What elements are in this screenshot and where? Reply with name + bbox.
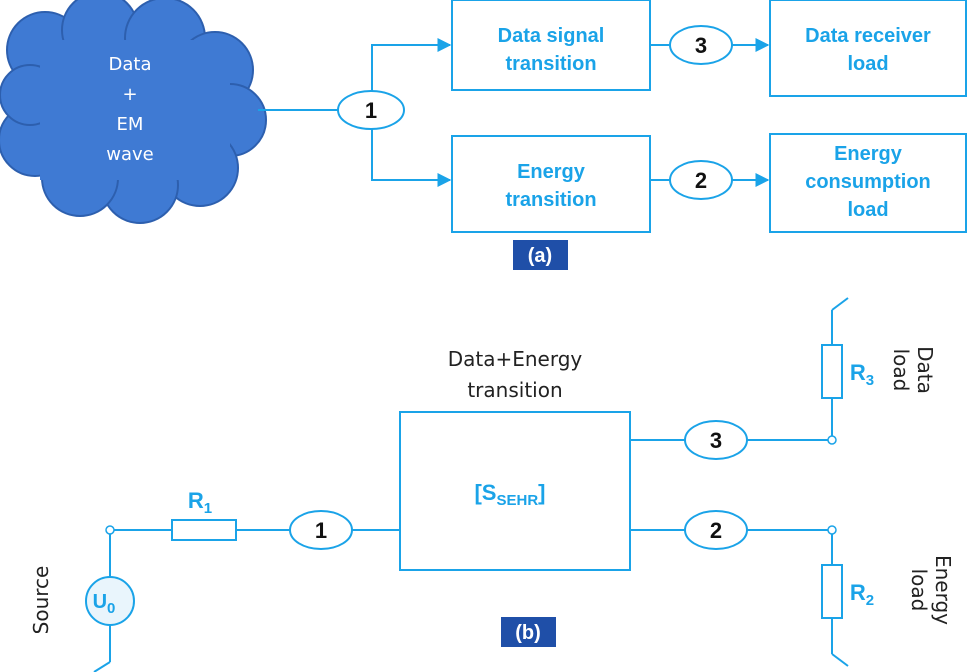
data-receiver-box-line-2: load bbox=[847, 53, 888, 75]
port-1-b bbox=[289, 510, 353, 550]
port-3-b-label: 3 bbox=[710, 428, 722, 453]
energy-load-label: Energy load bbox=[907, 555, 955, 625]
energy-consumption-box-line-1: Energy bbox=[834, 143, 903, 165]
data-load-label: Data load bbox=[889, 346, 937, 394]
terminal-energy-load bbox=[827, 525, 837, 535]
badge-a-label: (a) bbox=[528, 245, 552, 267]
port-2-a bbox=[669, 160, 733, 200]
cloud-line-2: + bbox=[122, 84, 137, 105]
sehr-block-label: [SSEHR] bbox=[474, 480, 545, 509]
resistor-r1-label: R1 bbox=[188, 488, 212, 517]
energy-load-label-line-1: Energy bbox=[931, 555, 955, 625]
port-2-b bbox=[684, 510, 748, 550]
resistor-r2-label: R2 bbox=[850, 580, 874, 609]
data-receiver-box bbox=[769, 0, 967, 97]
port-3-a-label: 3 bbox=[695, 33, 707, 58]
data-signal-box-line-1: Data signal bbox=[498, 25, 605, 47]
data-signal-box bbox=[451, 0, 651, 91]
part-b-wires bbox=[93, 297, 849, 672]
data-load-label-line-1: Data bbox=[913, 346, 937, 394]
data-load-label-line-2: load bbox=[889, 349, 913, 392]
energy-load-label-line-2: load bbox=[907, 569, 931, 612]
sehr-block bbox=[399, 411, 631, 571]
port-3-a bbox=[669, 25, 733, 65]
energy-consumption-box-line-2: consumption bbox=[805, 171, 931, 193]
port-1-b-label: 1 bbox=[315, 518, 327, 543]
terminal-source bbox=[105, 525, 115, 535]
block-title-line-2: transition bbox=[467, 378, 562, 402]
energy-transition-box-line-2: transition bbox=[505, 189, 596, 211]
cloud-line-3: EM bbox=[117, 114, 144, 135]
cloud-shape bbox=[0, 0, 267, 224]
source-label: Source bbox=[29, 566, 53, 635]
resistor-r2 bbox=[821, 564, 843, 619]
data-receiver-box-line-1: Data receiver bbox=[805, 25, 931, 47]
part-a: Data + EM wave 1 Data signal transition … bbox=[0, 0, 967, 270]
resistor-r1 bbox=[171, 519, 237, 541]
part-b: U0 Source R1 1 [SSEHR] Data+Energy trans… bbox=[29, 297, 955, 672]
energy-consumption-box-line-3: load bbox=[847, 199, 888, 221]
port-1-a bbox=[337, 90, 405, 130]
energy-consumption-box bbox=[769, 133, 967, 233]
cloud-line-1: Data bbox=[109, 54, 152, 75]
resistor-r3 bbox=[821, 344, 843, 399]
energy-transition-box bbox=[451, 135, 651, 233]
energy-transition-box-line-1: Energy bbox=[517, 161, 586, 183]
data-signal-box-line-2: transition bbox=[505, 53, 596, 75]
block-title-line-1: Data+Energy bbox=[448, 347, 583, 371]
port-2-a-label: 2 bbox=[695, 168, 707, 193]
badge-a bbox=[513, 240, 568, 270]
cloud-line-4: wave bbox=[106, 144, 153, 165]
badge-b bbox=[501, 617, 556, 647]
port-1-a-label: 1 bbox=[365, 98, 377, 123]
badge-b-label: (b) bbox=[515, 622, 541, 644]
resistor-r3-label: R3 bbox=[850, 360, 874, 389]
source-symbol bbox=[85, 576, 135, 626]
port-2-b-label: 2 bbox=[710, 518, 722, 543]
terminal-data-load bbox=[827, 435, 837, 445]
source-symbol-label: U0 bbox=[93, 591, 116, 617]
port-3-b bbox=[684, 420, 748, 460]
